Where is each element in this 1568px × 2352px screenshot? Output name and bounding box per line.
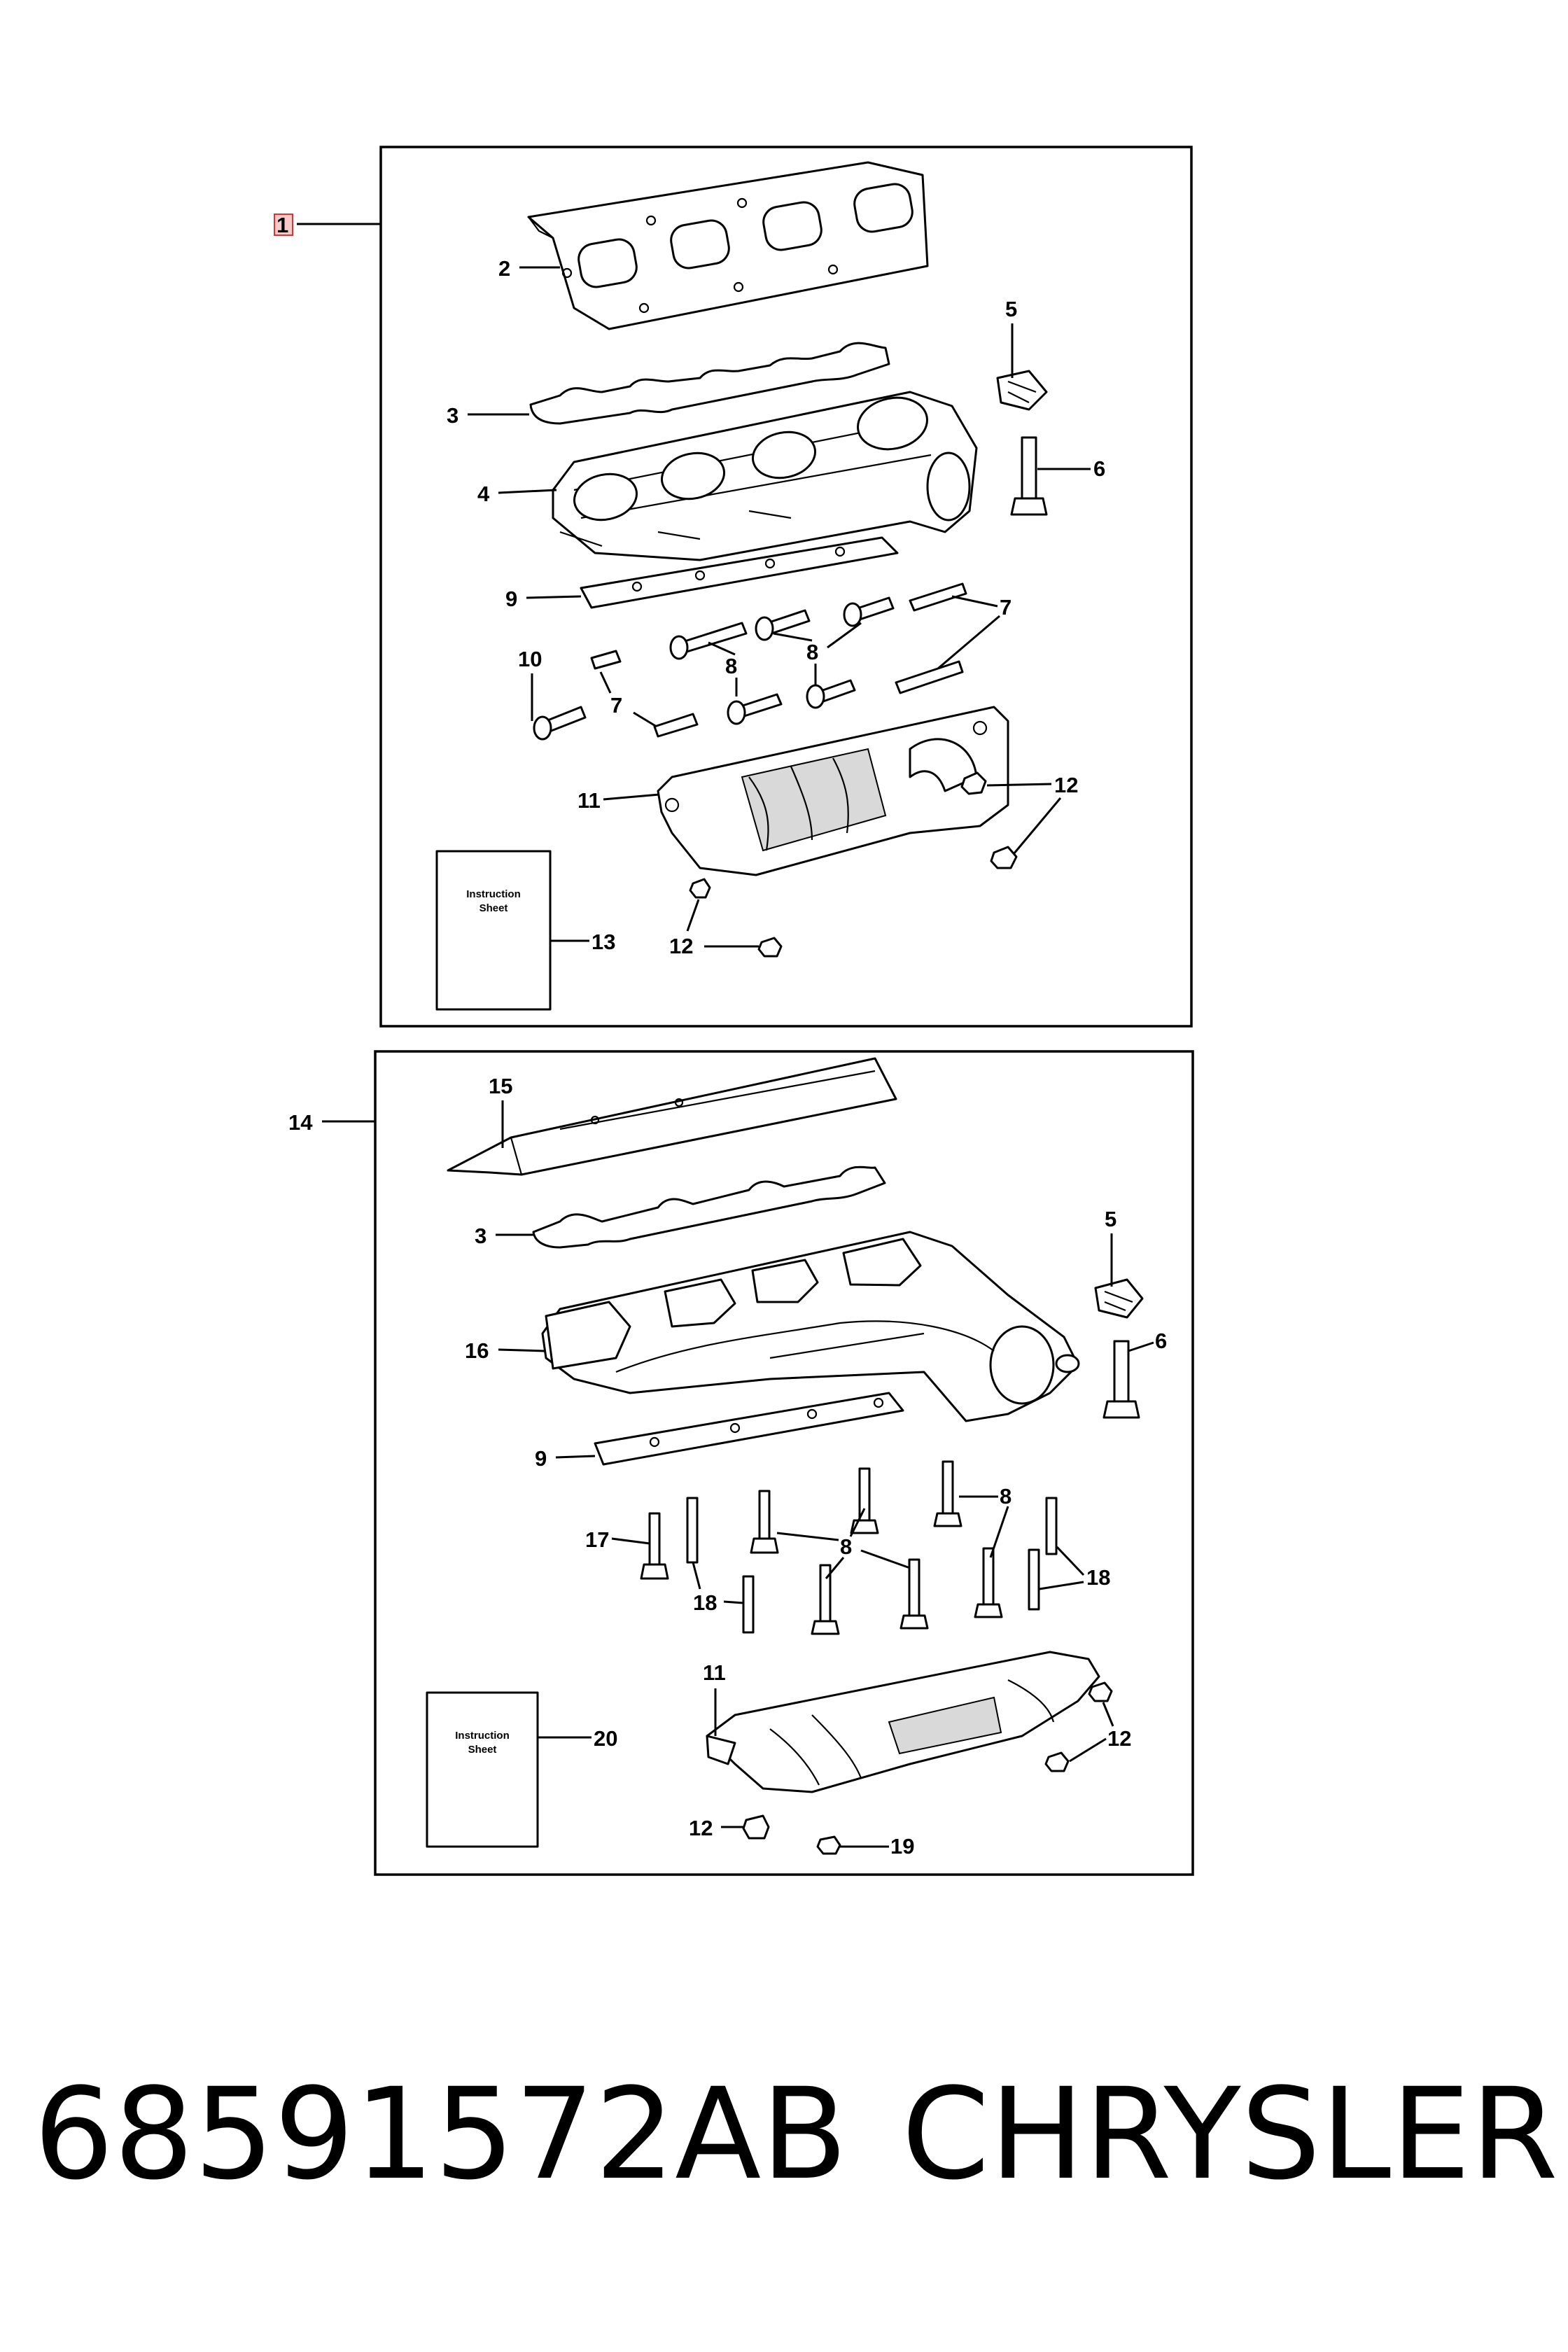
leader-11-upper (603, 793, 660, 801)
part-2-shield-plate (527, 161, 929, 330)
callout-13[interactable]: 13 (592, 930, 615, 954)
instruction-sheet-lower-line2: Sheet (468, 1744, 497, 1756)
callout-3-lower[interactable]: 3 (475, 1224, 486, 1248)
callout-9-lower[interactable]: 9 (535, 1446, 547, 1471)
leader-6-lower (1128, 1341, 1154, 1352)
part-6-stud-lower (1102, 1340, 1140, 1419)
lower-assembly: 14 15 3 5 6 (288, 1050, 1194, 1876)
leader-18b-1 (1056, 1546, 1085, 1576)
callout-8-lower-b[interactable]: 8 (840, 1534, 852, 1559)
leader-7b-2 (633, 711, 657, 728)
callout-10[interactable]: 10 (518, 647, 542, 671)
callout-17[interactable]: 17 (585, 1527, 609, 1552)
part-5-clip-lower (1094, 1278, 1144, 1319)
part-6-stud (1010, 436, 1048, 516)
leader-18b-2 (1039, 1581, 1084, 1590)
callout-18-b[interactable]: 18 (1086, 1565, 1110, 1590)
instruction-sheet-upper-line1: Instruction (466, 888, 521, 900)
upper-frame (379, 146, 1193, 1028)
callout-12-upper-b[interactable]: 12 (669, 934, 693, 958)
part-9-gasket-strip-lower (594, 1392, 904, 1466)
leader-8lb-3 (825, 1557, 845, 1579)
instruction-sheet-lower (426, 1691, 539, 1848)
callout-5-lower[interactable]: 5 (1105, 1207, 1116, 1231)
callout-12-upper-a[interactable]: 12 (1054, 773, 1078, 797)
part-9-gasket-strip (580, 536, 899, 609)
callout-19[interactable]: 19 (890, 1834, 914, 1858)
lower-bolts (640, 1460, 1058, 1635)
callout-6-upper[interactable]: 6 (1093, 456, 1105, 481)
part-3-gasket-lower (532, 1166, 886, 1249)
callout-4[interactable]: 4 (477, 482, 490, 506)
upper-nuts (689, 771, 1018, 958)
callout-7-upper-b[interactable]: 7 (610, 693, 622, 718)
callout-11-lower[interactable]: 11 (703, 1660, 726, 1685)
leader-12b-1 (686, 899, 700, 932)
part-4-manifold (552, 391, 978, 561)
leader-8lb-1 (776, 1532, 839, 1541)
leader-8lb-4 (860, 1549, 911, 1569)
callout-20[interactable]: 20 (594, 1726, 617, 1751)
callout-1-highlight (274, 214, 293, 236)
instruction-sheet-upper-line2: Sheet (479, 902, 508, 914)
lower-nuts (742, 1681, 1113, 1855)
callout-8-lower-a[interactable]: 8 (1000, 1484, 1011, 1508)
part-11-heat-shield-lower (706, 1651, 1100, 1793)
leader-8b-2 (827, 622, 862, 649)
leader-7a-1 (951, 595, 998, 608)
leader-7a-2 (937, 615, 1000, 670)
callout-2[interactable]: 2 (498, 256, 510, 281)
callout-18-a[interactable]: 18 (693, 1590, 717, 1615)
callout-8-upper-b[interactable]: 8 (806, 640, 818, 664)
instruction-sheet-upper (435, 850, 552, 1011)
callout-14[interactable]: 14 (288, 1110, 313, 1135)
callout-15[interactable]: 15 (489, 1074, 512, 1098)
callout-6-lower[interactable]: 6 (1155, 1329, 1167, 1353)
callout-9-upper[interactable]: 9 (505, 587, 517, 611)
part-16-manifold (541, 1231, 1080, 1422)
upper-assembly: 1 2 3 4 (274, 146, 1193, 1028)
callout-12-lower-a[interactable]: 12 (1107, 1726, 1131, 1751)
leader-9-upper (526, 595, 582, 599)
callout-8-upper-a[interactable]: 8 (725, 654, 737, 678)
leader-12a-1 (986, 783, 1052, 787)
callout-1[interactable]: 1 (276, 213, 288, 237)
part-5-clip (996, 370, 1048, 411)
part-3-gasket (529, 342, 890, 425)
callout-3-upper[interactable]: 3 (447, 403, 458, 428)
callout-11-upper[interactable]: 11 (578, 788, 601, 813)
part-11-heat-shield (657, 706, 1009, 876)
leader-8la-2 (989, 1506, 1009, 1558)
instruction-sheet-lower-line1: Instruction (455, 1730, 510, 1742)
leader-8lb-2 (849, 1508, 866, 1537)
leader-8a-1 (708, 641, 736, 656)
leader-8b-1 (773, 632, 813, 642)
leader-7b-1 (599, 671, 612, 694)
part-15-shield-plate (447, 1057, 897, 1176)
leader-17 (611, 1537, 650, 1545)
leader-12la-1 (1102, 1702, 1114, 1727)
lower-frame (374, 1050, 1194, 1876)
leader-4 (498, 489, 557, 494)
leader-16 (498, 1348, 545, 1352)
callout-5-upper[interactable]: 5 (1005, 297, 1017, 321)
callout-7-upper-a[interactable]: 7 (1000, 595, 1011, 620)
callout-16[interactable]: 16 (465, 1338, 489, 1363)
leader-18a-1 (692, 1562, 701, 1590)
leader-12la-2 (1069, 1737, 1107, 1763)
callout-12-lower-b[interactable]: 12 (689, 1816, 713, 1840)
part-number: 68591572AB (34, 2062, 848, 2208)
brand-name: CHRYSLER (902, 2062, 1558, 2208)
leader-9-lower (555, 1455, 596, 1459)
leader-18a-2 (723, 1600, 744, 1604)
leader-12a-2 (1012, 797, 1062, 855)
